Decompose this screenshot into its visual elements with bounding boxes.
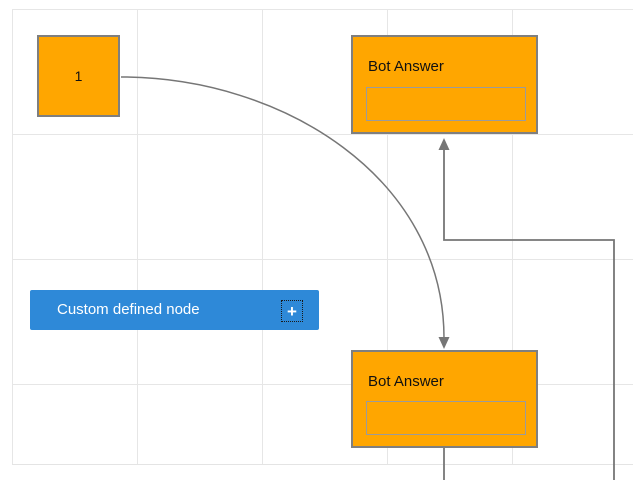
- bot-answer-bottom-title: Bot Answer: [368, 373, 444, 390]
- elbow-connector[interactable]: [443, 150, 615, 480]
- bezier-connector-arrowhead-icon: [438, 337, 450, 349]
- bezier-connector[interactable]: [120, 76, 445, 339]
- bot-answer-node-bottom[interactable]: Bot Answer: [351, 350, 538, 448]
- bot-answer-bottom-input[interactable]: [366, 401, 526, 435]
- custom-defined-node[interactable]: Custom defined node +: [30, 290, 319, 330]
- custom-defined-node-label: Custom defined node: [57, 301, 200, 318]
- node-start-label: 1: [74, 68, 83, 84]
- bot-answer-top-title: Bot Answer: [368, 58, 444, 75]
- node-start[interactable]: 1: [37, 35, 120, 117]
- elbow-connector-arrowhead-icon: [438, 138, 450, 150]
- add-plus-icon[interactable]: +: [281, 300, 303, 322]
- plus-glyph: +: [287, 301, 297, 321]
- bot-answer-top-input[interactable]: [366, 87, 526, 121]
- bot-answer-node-top[interactable]: Bot Answer: [351, 35, 538, 134]
